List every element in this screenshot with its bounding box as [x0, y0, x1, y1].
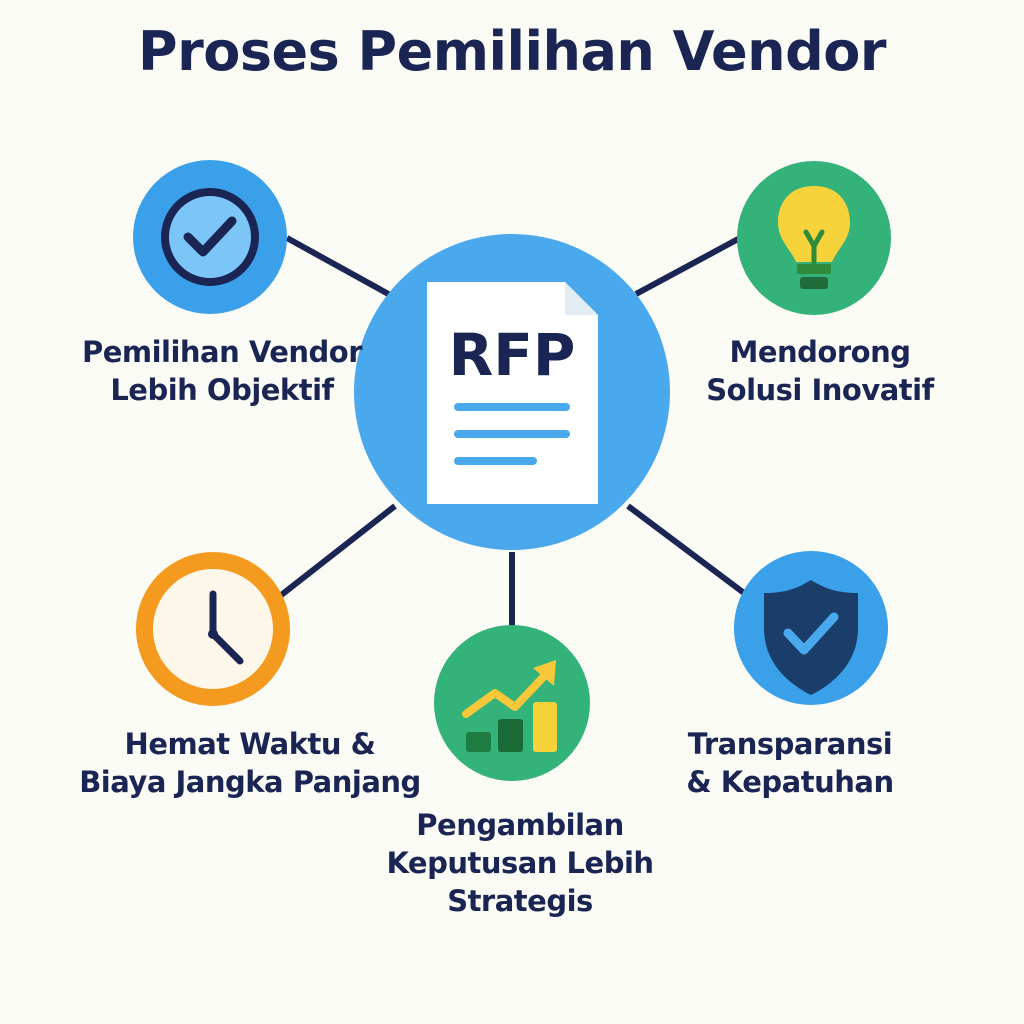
benefit-label-line: Solusi Inovatif [706, 373, 934, 407]
benefit-label-line: Strategis [447, 884, 593, 918]
benefit-label-hemat: Hemat Waktu & Biaya Jangka Panjang [70, 725, 430, 801]
connectors [278, 235, 750, 626]
benefit-label-line: Biaya Jangka Panjang [79, 765, 421, 799]
rfp-document-icon [427, 282, 598, 504]
rfp-hub: RFP [354, 234, 670, 550]
benefit-label-inovatif: Mendorong Solusi Inovatif [660, 333, 980, 409]
connector-objektif [285, 235, 394, 299]
benefit-label-line: Transparansi [687, 727, 893, 761]
benefit-label-line: & Kepatuhan [686, 765, 894, 799]
connector-hemat [278, 503, 397, 599]
clock-icon [136, 552, 290, 706]
benefit-label-line: Hemat Waktu & [124, 727, 376, 761]
benefit-label-line: Mendorong [729, 335, 911, 369]
lightbulb-icon [737, 161, 891, 315]
benefit-label-line: Lebih Objektif [110, 373, 334, 407]
shield-check-icon [734, 551, 888, 705]
benefit-label-line: Keputusan Lebih [386, 846, 654, 880]
benefit-label-transparan: Transparansi & Kepatuhan [640, 725, 940, 801]
check-circle-icon [133, 160, 287, 314]
rfp-label: RFP [449, 321, 576, 389]
connector-inovatif [634, 235, 742, 297]
page-title: Proses Pemilihan Vendor [138, 20, 886, 83]
benefit-label-strategis: Pengambilan Keputusan Lebih Strategis [360, 806, 680, 920]
benefit-label-objektif: Pemilihan Vendor Lebih Objektif [62, 333, 382, 409]
benefit-label-line: Pengambilan [416, 808, 624, 842]
benefit-label-line: Pemilihan Vendor [81, 335, 363, 369]
connector-transparan [626, 503, 750, 599]
growth-chart-icon [434, 625, 590, 781]
